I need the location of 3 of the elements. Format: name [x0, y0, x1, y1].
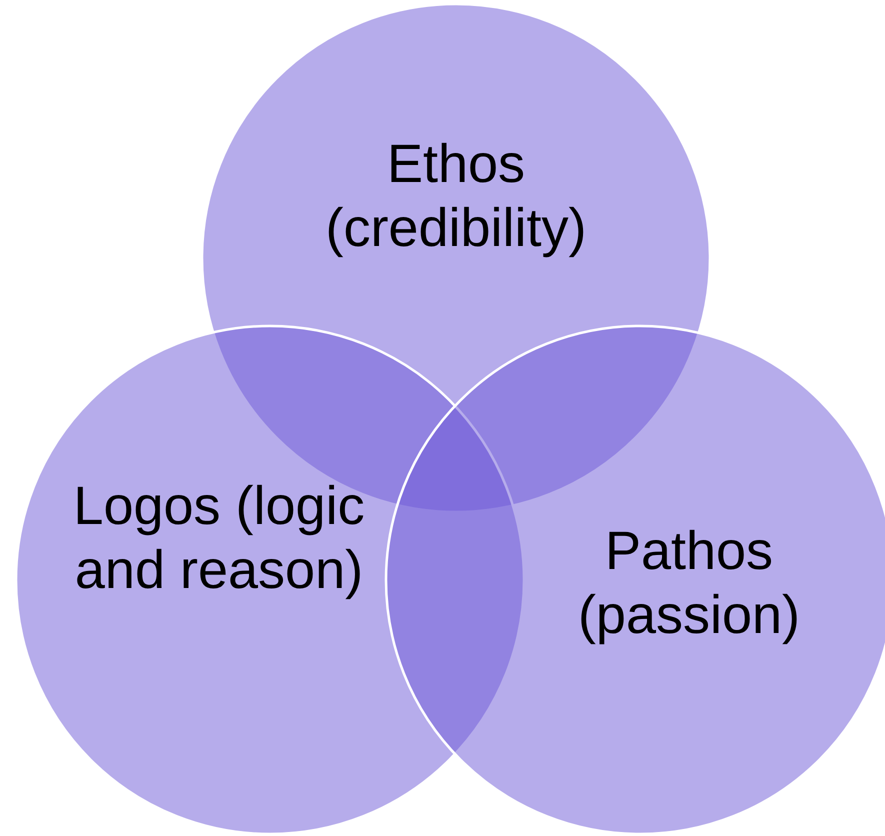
- circle-label: Pathos (passion): [576, 520, 802, 647]
- circle-label: Ethos (credibility): [324, 133, 588, 260]
- circle-label: Logos (logic and reason): [72, 475, 366, 602]
